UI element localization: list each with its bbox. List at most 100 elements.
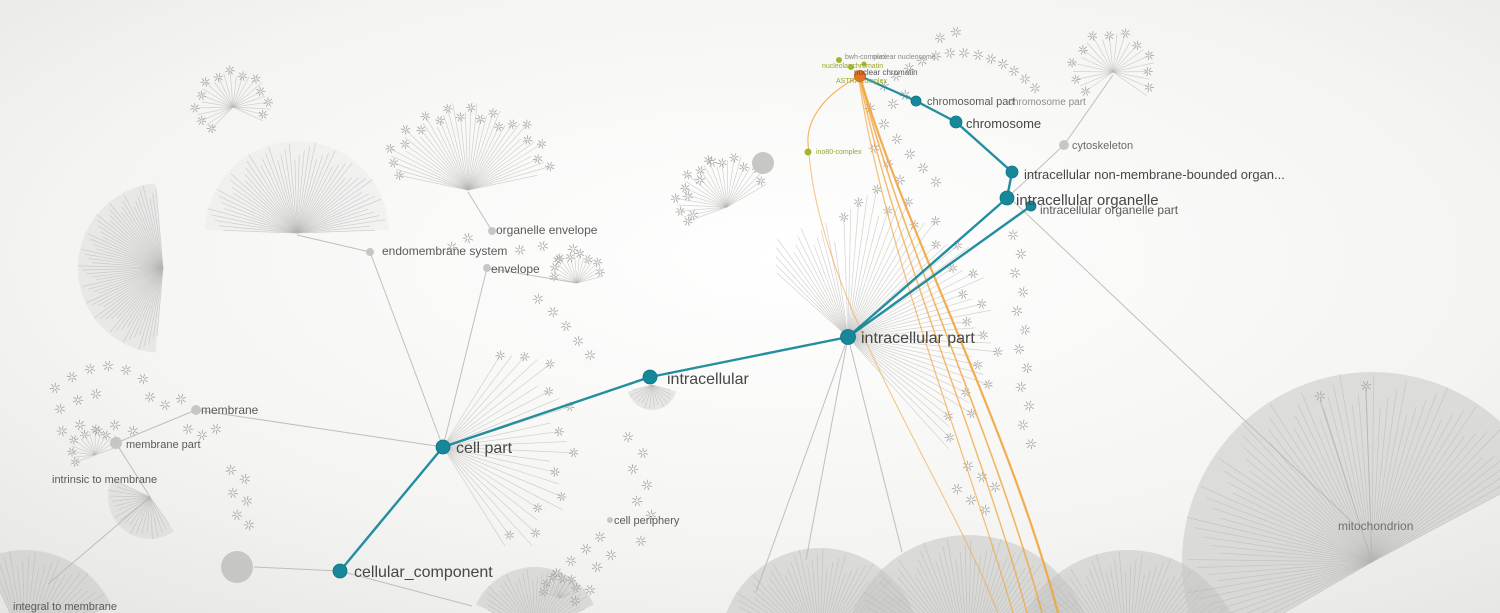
graph-node-intracellular-non-membrane-bounded-organelle[interactable] bbox=[1005, 165, 1019, 179]
term-node-star bbox=[584, 349, 596, 361]
graph-node-intracellular[interactable] bbox=[642, 369, 658, 385]
term-node-star bbox=[522, 119, 532, 129]
term-node-star bbox=[557, 573, 568, 584]
graph-node-nuclear-chromatin[interactable] bbox=[854, 70, 866, 82]
term-label[interactable]: intrinsic to membrane bbox=[52, 474, 157, 486]
term-node-star bbox=[645, 509, 657, 521]
term-node-star bbox=[694, 174, 706, 186]
query-term-node[interactable] bbox=[848, 64, 854, 70]
graph-node-cell-part[interactable] bbox=[435, 439, 451, 455]
term-label[interactable]: cellular_component bbox=[354, 564, 493, 581]
graph-node-chromosomal-part[interactable] bbox=[910, 95, 922, 107]
term-node-disc[interactable] bbox=[488, 227, 496, 235]
term-node-star bbox=[1017, 286, 1028, 298]
term-label[interactable]: intracellular part bbox=[861, 330, 975, 347]
term-label[interactable]: chromosomal part bbox=[927, 96, 1015, 108]
term-node-star bbox=[1017, 419, 1028, 431]
term-node-star bbox=[584, 584, 596, 596]
term-label[interactable]: membrane bbox=[201, 403, 259, 417]
term-node-disc[interactable] bbox=[607, 517, 613, 523]
term-node-star bbox=[934, 32, 946, 43]
term-label[interactable]: mitochondrion bbox=[1338, 519, 1413, 533]
fan-cluster bbox=[108, 479, 175, 540]
term-node-star bbox=[530, 528, 541, 538]
term-label[interactable]: intracellular non-membrane-bounded organ… bbox=[1024, 167, 1285, 182]
term-node-star bbox=[878, 118, 890, 130]
graph-edge bbox=[805, 336, 849, 561]
term-node-star bbox=[682, 190, 694, 202]
query-term-node[interactable] bbox=[836, 57, 842, 63]
term-label[interactable]: chromosome part bbox=[1008, 97, 1086, 108]
term-node-star bbox=[547, 306, 559, 318]
term-node-star bbox=[200, 77, 210, 87]
term-node-star bbox=[565, 555, 577, 567]
query-term-node[interactable] bbox=[804, 148, 812, 156]
term-label[interactable]: cell part bbox=[456, 440, 513, 457]
term-label[interactable]: envelope bbox=[491, 262, 540, 276]
term-label[interactable]: chromosome bbox=[966, 116, 1041, 131]
term-node-star bbox=[388, 158, 398, 168]
term-label[interactable]: cytoskeleton bbox=[1072, 140, 1133, 152]
term-node-disc[interactable] bbox=[752, 152, 774, 174]
graph-node-intracellular-part[interactable] bbox=[840, 329, 856, 345]
fan-cluster bbox=[0, 550, 112, 613]
graph-node-chromosome[interactable] bbox=[949, 115, 963, 129]
term-label[interactable]: integral to membrane bbox=[13, 601, 117, 613]
term-node-star bbox=[100, 430, 111, 441]
term-node-star bbox=[72, 394, 84, 406]
term-node-star bbox=[1143, 66, 1153, 77]
term-label: nucleolar chromatin bbox=[822, 63, 883, 70]
term-label[interactable]: organelle envelope bbox=[496, 223, 598, 237]
term-node-star bbox=[997, 58, 1009, 70]
term-node-star bbox=[488, 108, 498, 118]
term-node-star bbox=[853, 197, 864, 207]
term-label[interactable]: cell periphery bbox=[614, 515, 680, 527]
term-node-star bbox=[210, 423, 222, 435]
graph-node-cellular_component[interactable] bbox=[332, 563, 348, 579]
term-node-star bbox=[930, 176, 942, 187]
fan-cluster bbox=[838, 184, 1003, 450]
term-node-star bbox=[972, 360, 983, 370]
term-node-star bbox=[522, 135, 533, 145]
term-node-disc[interactable] bbox=[1059, 140, 1069, 150]
graph-node-intracellular-organelle[interactable] bbox=[999, 190, 1015, 206]
term-node-disc[interactable] bbox=[110, 437, 122, 449]
term-label[interactable]: intracellular organelle bbox=[1016, 192, 1159, 209]
term-node-star bbox=[1013, 343, 1025, 355]
term-node-disc[interactable] bbox=[483, 264, 491, 272]
term-node-star bbox=[92, 425, 103, 437]
highlighted-path-edge bbox=[847, 205, 1032, 338]
term-node-star bbox=[66, 447, 77, 457]
fan-cluster bbox=[442, 350, 579, 547]
term-node-disc[interactable] bbox=[366, 248, 374, 256]
term-node-star bbox=[66, 371, 78, 383]
term-label[interactable]: endomembrane system bbox=[382, 244, 507, 258]
term-label[interactable]: intracellular organelle part bbox=[1040, 203, 1179, 217]
term-node-disc[interactable] bbox=[191, 405, 201, 415]
orange-association-edge bbox=[858, 79, 1014, 613]
term-node-star bbox=[622, 431, 634, 443]
term-node-star bbox=[494, 121, 504, 132]
term-node-star bbox=[256, 86, 266, 97]
term-label[interactable]: membrane part bbox=[126, 439, 201, 451]
query-term-node[interactable] bbox=[861, 61, 867, 67]
term-node-star bbox=[951, 483, 963, 495]
term-node-star bbox=[556, 491, 567, 502]
term-node-star bbox=[1025, 438, 1037, 450]
term-node-star bbox=[1007, 229, 1019, 240]
term-node-star bbox=[225, 65, 235, 75]
term-node-star bbox=[550, 467, 560, 477]
term-node-star bbox=[917, 162, 929, 174]
term-node-star bbox=[532, 503, 543, 513]
nodes-layer bbox=[110, 57, 1069, 583]
term-node-star bbox=[400, 125, 411, 135]
term-node-disc[interactable] bbox=[221, 551, 253, 583]
term-label[interactable]: intracellular bbox=[667, 371, 749, 388]
graph-edge bbox=[369, 251, 444, 448]
graph-edge bbox=[115, 409, 197, 444]
term-node-star bbox=[675, 206, 686, 216]
term-node-star bbox=[595, 267, 605, 277]
graph-node-intracellular-organelle-part[interactable] bbox=[1025, 200, 1037, 212]
